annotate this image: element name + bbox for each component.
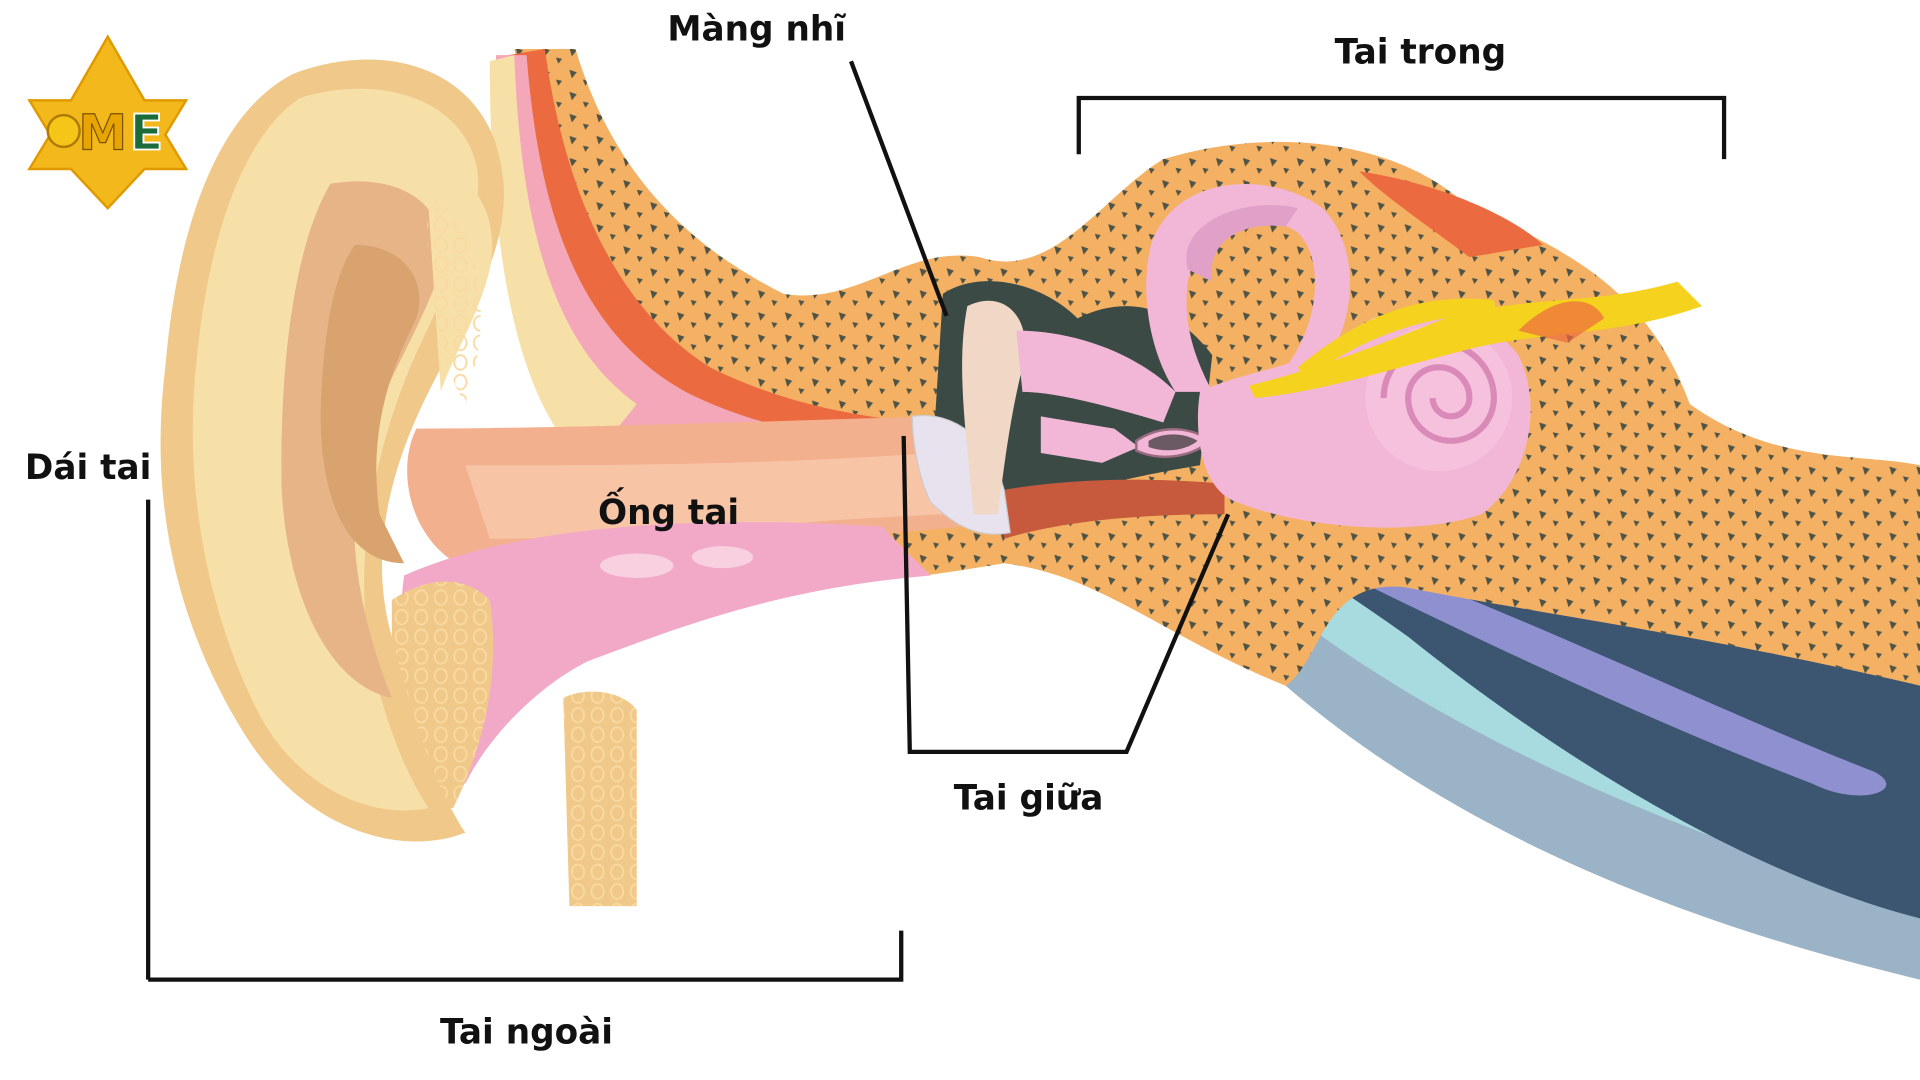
label-ear-canal: Ống tai xyxy=(598,487,739,533)
inner-ear xyxy=(1146,184,1703,528)
label-inner-ear: Tai trong xyxy=(1335,33,1507,73)
eardrum-leader-line xyxy=(849,60,949,317)
inner-ear-bracket xyxy=(1076,95,1727,160)
svg-text:M: M xyxy=(78,104,127,161)
svg-text:E: E xyxy=(130,104,163,161)
label-earlobe: Dái tai xyxy=(25,448,152,488)
pinna xyxy=(160,59,504,842)
middle-ear-bracket xyxy=(901,435,1231,754)
label-outer-ear: Tai ngoài xyxy=(440,1012,613,1052)
middle-ear-cavity xyxy=(911,281,1225,539)
ome-logo: M E xyxy=(27,34,189,210)
ear-canal xyxy=(400,416,968,784)
label-eardrum: Màng nhĩ xyxy=(667,9,846,49)
label-middle-ear: Tai giữa xyxy=(954,778,1104,818)
outer-ear-bracket xyxy=(148,930,904,982)
canal-wall xyxy=(489,48,919,467)
